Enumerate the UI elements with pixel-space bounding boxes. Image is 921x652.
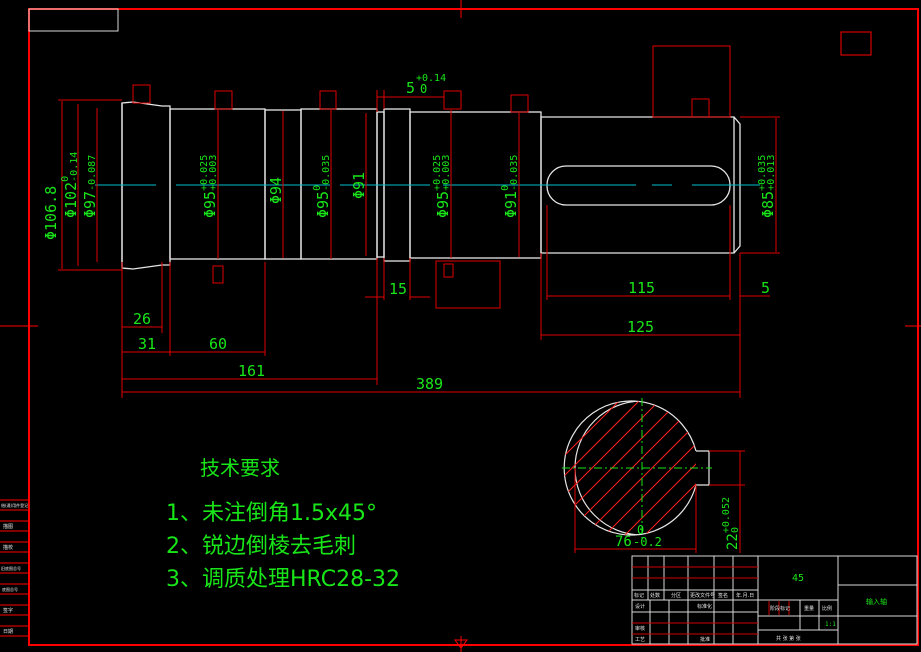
dim-115: 115 xyxy=(628,279,655,297)
requirement-2: 2、锐边倒棱去毛刺 xyxy=(166,534,356,559)
tb-header-0: 标记 xyxy=(634,592,644,599)
dimension-texts: Φ106.8 Φ1020-0.14 Φ97-0.087 Φ95+0.025+0.… xyxy=(42,73,777,550)
tb-approve: 批准 xyxy=(700,636,710,643)
dim-125: 125 xyxy=(627,318,654,336)
side-6: 日期 xyxy=(3,629,13,635)
dim-d8: Φ95+0.025+0.003 xyxy=(432,155,452,218)
side-block-text: 借(通)用件登记 描图 描校 旧底图总号 底图总号 签字 日期 xyxy=(1,502,28,635)
dimension-lines xyxy=(58,45,780,398)
dim-60: 60 xyxy=(209,335,227,353)
tb-header-3: 更改文件号 xyxy=(690,592,715,599)
requirements-title: 技术要求 xyxy=(200,456,280,480)
dim-d3: Φ97-0.087 xyxy=(81,155,99,218)
dim-d1: Φ106.8 xyxy=(42,186,60,240)
dim-d7: Φ91 xyxy=(350,172,368,199)
dim-section-width-lower: -0.2 xyxy=(633,535,662,549)
tb-process: 工艺 xyxy=(635,637,645,643)
tb-header-4: 签名 xyxy=(718,592,728,599)
side-0: 借(通)用件登记 xyxy=(1,502,28,508)
side-2: 描校 xyxy=(3,544,13,551)
tb-design: 设计 xyxy=(635,603,645,610)
dim-d6: Φ950-0.035 xyxy=(312,155,332,218)
dim-d4: Φ95+0.025+0.003 xyxy=(199,155,219,218)
side-5: 签字 xyxy=(3,607,13,614)
title-block-text: 45 输入轴 1:1 标记 处数 分区 更改文件号 签名 年.月.日 设计 标准… xyxy=(634,573,887,643)
tb-stage: 阶段标记 xyxy=(770,605,790,612)
part-name-text: 输入轴 xyxy=(866,597,887,606)
code-box xyxy=(28,8,119,32)
dim-161: 161 xyxy=(238,362,265,380)
side-4: 底图总号 xyxy=(2,586,18,592)
dim-d10: Φ85+0.035+0.013 xyxy=(757,155,777,218)
dim-groove: 5 xyxy=(406,79,415,97)
dim-section-width: 76 xyxy=(615,534,632,550)
scale-text: 1:1 xyxy=(825,621,836,628)
tb-header-1: 处数 xyxy=(650,592,660,599)
dim-d9: Φ910-0.035 xyxy=(500,155,520,218)
tb-header-2: 分区 xyxy=(671,592,681,599)
side-3: 旧底图总号 xyxy=(1,565,21,571)
dim-d2: Φ1020-0.14 xyxy=(60,152,80,218)
section-view xyxy=(562,398,745,553)
tb-standard: 标准化 xyxy=(697,603,712,610)
tb-sheets: 共 张 第 张 xyxy=(776,635,801,642)
dim-section-width-upper: 0 xyxy=(637,523,644,537)
material-text: 45 xyxy=(792,573,804,584)
requirement-3: 3、调质处理HRC28-32 xyxy=(166,567,401,592)
tb-weight: 重量 xyxy=(804,605,814,612)
roughness-box xyxy=(840,31,872,56)
tb-header-5: 年.月.日 xyxy=(736,592,754,599)
dim-5: 5 xyxy=(761,279,770,297)
tb-review: 审核 xyxy=(635,625,645,632)
requirement-1: 1、未注倒角1.5x45° xyxy=(166,501,377,526)
title-block xyxy=(631,555,918,645)
side-block xyxy=(0,499,29,637)
dim-groove-upper: +0.14 xyxy=(416,73,446,84)
side-1: 描图 xyxy=(3,523,13,530)
dim-389: 389 xyxy=(416,375,443,393)
dim-26: 26 xyxy=(133,310,151,328)
dim-31: 31 xyxy=(138,335,156,353)
dim-key: 22+0.0520 xyxy=(721,497,741,550)
dim-groove-lower: 0 xyxy=(420,82,427,96)
dim-15: 15 xyxy=(389,280,407,298)
dim-d5: Φ94 xyxy=(267,177,285,204)
tb-scale-label: 比例 xyxy=(822,605,832,612)
